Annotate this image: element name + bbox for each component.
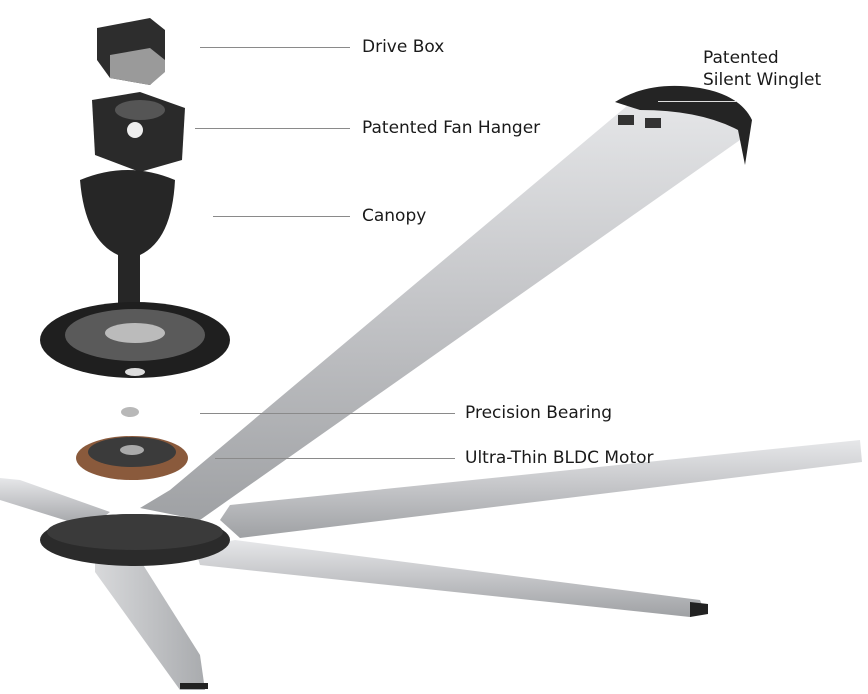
fan-hanger bbox=[92, 92, 185, 172]
fan-blade-right-upper bbox=[220, 440, 862, 538]
leader-line-winglet bbox=[658, 101, 736, 102]
label-winglet-line2: Silent Winglet bbox=[703, 70, 822, 90]
leader-line-drive-box bbox=[200, 47, 350, 48]
label-bearing: Precision Bearing bbox=[465, 403, 613, 423]
drive-box bbox=[97, 18, 165, 85]
fan-blade-right-lower bbox=[195, 540, 705, 617]
canopy bbox=[40, 170, 230, 378]
fan-blade-left-upper bbox=[0, 478, 110, 528]
leader-line-motor bbox=[215, 458, 455, 459]
label-fan-hanger: Patented Fan Hanger bbox=[362, 118, 541, 138]
silent-winglet bbox=[615, 85, 752, 165]
leader-line-fan-hanger bbox=[195, 128, 350, 129]
leader-line-canopy bbox=[213, 216, 350, 217]
label-drive-box: Drive Box bbox=[362, 37, 445, 57]
label-motor: Ultra-Thin BLDC Motor bbox=[465, 448, 654, 468]
precision-bearing bbox=[121, 407, 139, 417]
bldc-motor bbox=[76, 436, 188, 480]
fan-blade-left-lower bbox=[95, 552, 205, 690]
label-canopy: Canopy bbox=[362, 206, 427, 226]
label-winglet-line1: Patented bbox=[703, 48, 779, 68]
leader-line-bearing bbox=[200, 413, 455, 414]
